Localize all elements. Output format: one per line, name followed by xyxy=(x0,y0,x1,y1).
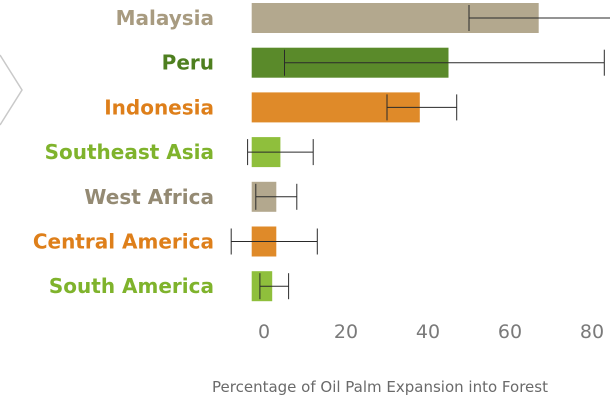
category-label-south-america: South America xyxy=(49,274,214,298)
category-label-central-america: Central America xyxy=(33,230,214,254)
x-tick-label: 20 xyxy=(334,321,358,343)
x-tick-label: 80 xyxy=(580,321,604,343)
category-label-peru: Peru xyxy=(162,51,214,75)
error-bar-indonesia xyxy=(386,94,458,121)
category-label-southeast-asia: Southeast Asia xyxy=(45,140,214,164)
x-axis-label: Percentage of Oil Palm Expansion into Fo… xyxy=(212,378,548,396)
x-tick-label: 40 xyxy=(416,321,440,343)
error-bar-south-america xyxy=(259,273,290,300)
category-label-indonesia: Indonesia xyxy=(104,95,214,119)
error-bar-central-america xyxy=(230,228,318,255)
chevron-right-icon xyxy=(0,54,23,126)
category-label-malaysia: Malaysia xyxy=(116,6,214,30)
error-bar-peru xyxy=(284,49,605,76)
category-label-west-africa: West Africa xyxy=(84,185,214,209)
error-bar-southeast-asia xyxy=(247,139,314,166)
error-bar-west-africa xyxy=(255,183,298,210)
error-bar-malaysia xyxy=(468,5,610,31)
x-tick-label: 0 xyxy=(258,321,270,343)
x-tick-label: 60 xyxy=(498,321,522,343)
